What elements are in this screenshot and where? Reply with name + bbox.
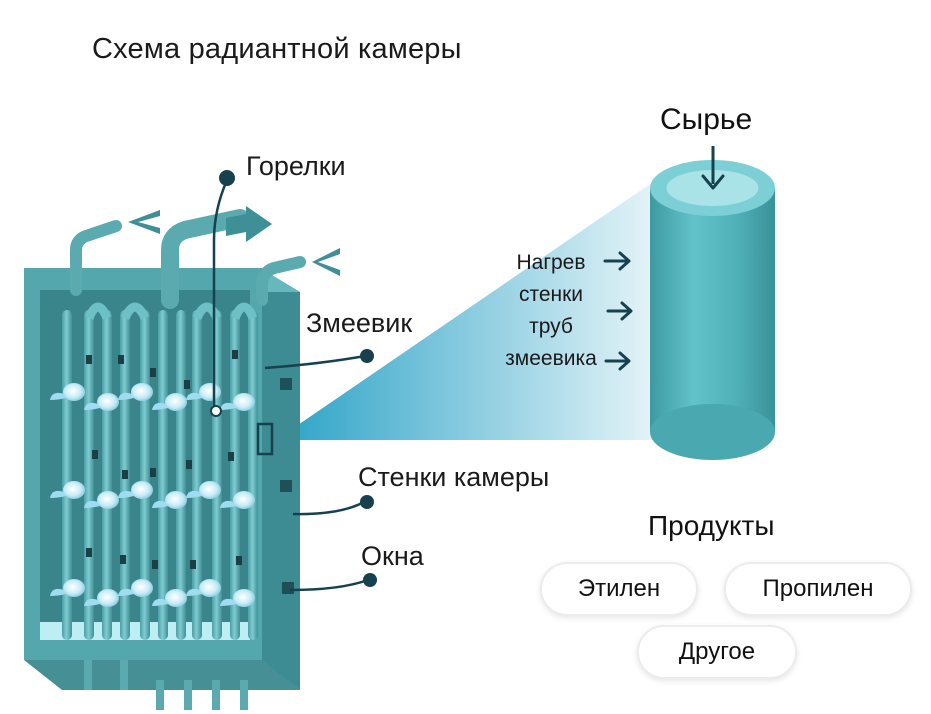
burner-flame xyxy=(84,393,119,411)
coil-detail-marker xyxy=(256,422,274,456)
heating-description: Нагрев стенки труб змеевика xyxy=(486,247,616,375)
burners-leader xyxy=(212,179,229,408)
inner-window xyxy=(228,452,234,461)
coil-u-bend xyxy=(230,302,258,320)
heat-arrow-2-icon xyxy=(606,301,633,321)
inner-window xyxy=(122,470,128,479)
inner-window xyxy=(92,450,98,459)
coil-tube xyxy=(84,310,94,640)
walls-leader xyxy=(292,500,365,516)
burner-flame xyxy=(118,481,153,499)
coil-tube xyxy=(158,310,168,640)
burner-flame xyxy=(50,579,85,597)
magnification-beam xyxy=(276,180,656,440)
product-pill-other[interactable]: Другое xyxy=(637,625,797,679)
tube-cylinder-bottom xyxy=(650,404,775,460)
inner-window xyxy=(232,350,238,359)
burner-flame xyxy=(84,491,119,509)
heat-arrow-1-icon xyxy=(603,251,631,271)
inner-window xyxy=(186,460,192,469)
coil-tube xyxy=(248,310,258,640)
inner-window xyxy=(236,556,242,565)
burner-flame xyxy=(186,481,221,499)
inner-window xyxy=(190,560,196,569)
side-window-3 xyxy=(282,582,294,594)
coil-u-bend xyxy=(120,302,150,321)
inner-window xyxy=(150,368,156,377)
heating-line-1: Нагрев xyxy=(516,251,586,274)
outlet-pipe-left xyxy=(70,220,122,296)
heating-line-3: труб xyxy=(529,315,573,338)
coil-u-bend xyxy=(192,302,222,321)
tube-legs xyxy=(84,660,248,710)
coil-tube xyxy=(102,310,112,640)
feed-label: Сырье xyxy=(660,103,753,136)
burner-flame xyxy=(220,491,255,509)
label-coil: Змеевик xyxy=(306,308,413,338)
coil-u-bend xyxy=(84,302,112,320)
burner-flame xyxy=(118,579,153,597)
label-windows: Окна xyxy=(361,541,424,571)
burner-flame xyxy=(152,491,187,509)
inner-window xyxy=(118,355,124,364)
coil-tubes xyxy=(62,302,258,640)
outlet-pipe-center xyxy=(161,209,249,309)
flow-arrow-right-icon xyxy=(312,248,340,276)
products-title: Продукты xyxy=(648,510,775,541)
inner-window xyxy=(86,355,92,364)
burner-flame xyxy=(220,393,255,411)
inner-window xyxy=(184,380,190,389)
heat-arrows xyxy=(603,251,633,371)
windows-leader xyxy=(289,578,369,592)
burner-flame xyxy=(118,383,153,401)
burner-flame xyxy=(152,393,187,411)
flow-arrow-left-icon xyxy=(128,210,160,234)
burner-flames xyxy=(50,383,255,607)
burner-flame xyxy=(220,589,255,607)
burner-flame xyxy=(152,589,187,607)
tube-cylinder-body xyxy=(650,188,775,432)
inlet-pipe-right xyxy=(256,256,306,306)
side-window-1 xyxy=(280,378,292,390)
label-burners: Горелки xyxy=(246,151,346,181)
windows-leader-dot xyxy=(363,573,377,587)
leader-lines xyxy=(212,179,369,592)
heating-line-2: стенки xyxy=(518,283,584,306)
burners-leader-target xyxy=(210,405,222,417)
inner-window xyxy=(152,560,158,569)
feed-arrow-icon xyxy=(701,146,725,190)
inner-window xyxy=(120,555,126,564)
chamber-bottom-edge xyxy=(24,660,300,690)
burner-flame xyxy=(84,589,119,607)
inner-window xyxy=(86,548,92,557)
burner-flame xyxy=(50,481,85,499)
burner-flame xyxy=(186,383,221,401)
flow-arrow-center-icon xyxy=(226,206,272,242)
coil-leader-dot xyxy=(360,349,374,363)
inner-window xyxy=(150,468,156,477)
burner-flame xyxy=(50,383,85,401)
coil-leader xyxy=(264,354,366,370)
burner-flame xyxy=(186,579,221,597)
chamber-side-wall xyxy=(260,268,300,690)
burners-leader-dot xyxy=(219,170,235,186)
heat-arrow-3-icon xyxy=(604,351,631,371)
heating-line-4: змеевика xyxy=(505,347,597,370)
product-pill-ethylene[interactable]: Этилен xyxy=(540,562,698,616)
label-chamber-walls: Стенки камеры xyxy=(358,462,550,492)
side-window-2 xyxy=(280,480,292,492)
coil-tube xyxy=(176,310,186,640)
product-pill-propylene[interactable]: Пропилен xyxy=(724,562,912,616)
page-title: Схема радиантной камеры xyxy=(92,33,462,65)
walls-leader-dot xyxy=(360,495,374,509)
